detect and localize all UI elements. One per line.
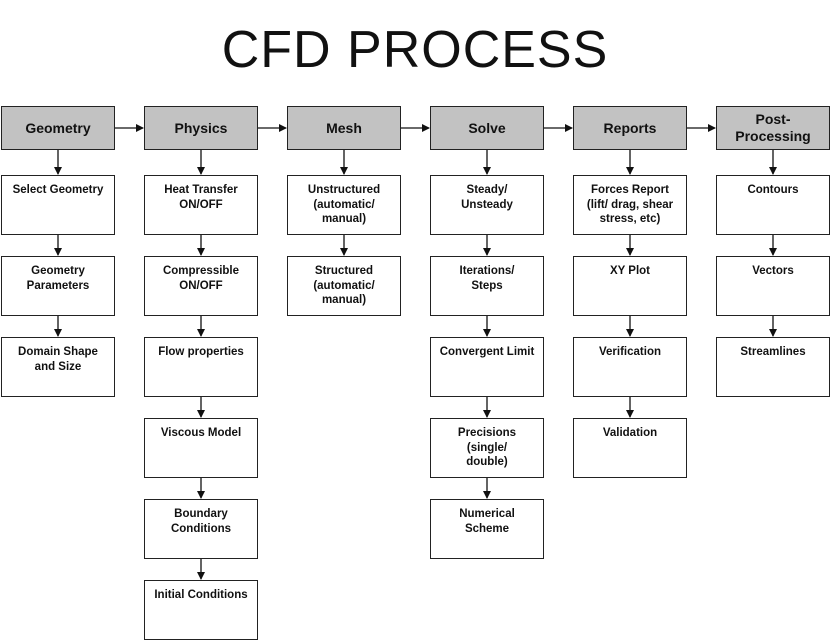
step-box-viscous-model: Viscous Model: [144, 418, 258, 478]
step-box-contours: Contours: [716, 175, 830, 235]
stage-header-physics: Physics: [144, 106, 258, 150]
step-box-structured-automatic-manual: Structured (automatic/ manual): [287, 256, 401, 316]
step-box-forces-report-lift-drag-shear-stress-etc: Forces Report (lift/ drag, shear stress,…: [573, 175, 687, 235]
step-box-initial-conditions: Initial Conditions: [144, 580, 258, 640]
step-box-numerical-scheme: Numerical Scheme: [430, 499, 544, 559]
step-box-verification: Verification: [573, 337, 687, 397]
step-box-heat-transfer-on-off: Heat Transfer ON/OFF: [144, 175, 258, 235]
step-box-precisions-single-double: Precisions (single/ double): [430, 418, 544, 478]
step-box-vectors: Vectors: [716, 256, 830, 316]
step-box-xy-plot: XY Plot: [573, 256, 687, 316]
step-box-boundary-conditions: Boundary Conditions: [144, 499, 258, 559]
step-box-domain-shape-and-size: Domain Shape and Size: [1, 337, 115, 397]
step-box-steady-unsteady: Steady/ Unsteady: [430, 175, 544, 235]
stage-header-post-processing: Post- Processing: [716, 106, 830, 150]
step-box-iterations-steps: Iterations/ Steps: [430, 256, 544, 316]
step-box-flow-properties: Flow properties: [144, 337, 258, 397]
step-box-convergent-limit: Convergent Limit: [430, 337, 544, 397]
stage-header-mesh: Mesh: [287, 106, 401, 150]
step-box-compressible-on-off: Compressible ON/OFF: [144, 256, 258, 316]
stage-header-geometry: Geometry: [1, 106, 115, 150]
step-box-geometry-parameters: Geometry Parameters: [1, 256, 115, 316]
step-box-streamlines: Streamlines: [716, 337, 830, 397]
stage-header-solve: Solve: [430, 106, 544, 150]
diagram-title: CFD PROCESS: [221, 21, 609, 79]
step-box-unstructured-automatic-manual: Unstructured (automatic/ manual): [287, 175, 401, 235]
step-box-validation: Validation: [573, 418, 687, 478]
stage-header-reports: Reports: [573, 106, 687, 150]
step-box-select-geometry: Select Geometry: [1, 175, 115, 235]
